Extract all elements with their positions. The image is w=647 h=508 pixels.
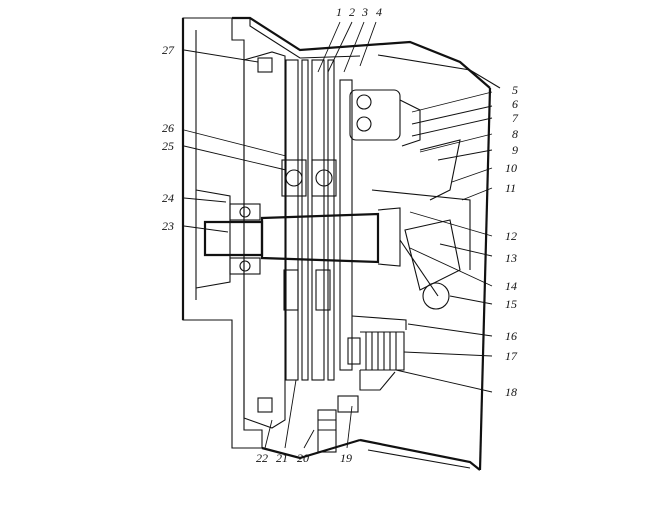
label-9: 9 [512,143,518,157]
callout-labels: 1 2 3 4 5 6 7 8 9 10 11 12 13 14 15 16 1… [162,5,519,465]
pilot-bearing [195,189,261,289]
label-16: 16 [505,329,517,343]
input-shaft [203,207,401,267]
label-21: 21 [276,451,288,465]
label-7: 7 [512,111,519,125]
engine-housing [181,17,263,449]
label-1: 1 [336,5,342,19]
label-20: 20 [297,451,309,465]
label-12: 12 [505,229,517,243]
drain-plug [317,395,359,453]
driven-discs [285,59,353,381]
label-22: 22 [256,451,268,465]
label-17: 17 [505,349,518,363]
label-6: 6 [512,97,518,111]
label-18: 18 [505,385,517,399]
label-25: 25 [162,139,174,153]
damper-springs [281,159,337,311]
clutch-housing [232,16,501,471]
label-24: 24 [162,191,174,205]
label-11: 11 [505,181,516,195]
label-27: 27 [162,43,175,57]
label-23: 23 [162,219,174,233]
label-8: 8 [512,127,518,141]
release-mechanism [349,89,471,310]
label-26: 26 [162,121,174,135]
label-3: 3 [361,5,368,19]
flywheel [243,51,286,429]
pressure-spring [347,315,407,391]
label-5: 5 [512,83,518,97]
label-4: 4 [376,5,382,19]
label-13: 13 [505,251,517,265]
label-15: 15 [505,297,517,311]
label-19: 19 [340,451,352,465]
label-10: 10 [505,161,517,175]
leader-lines [183,21,493,449]
label-14: 14 [505,279,517,293]
label-2: 2 [349,5,355,19]
